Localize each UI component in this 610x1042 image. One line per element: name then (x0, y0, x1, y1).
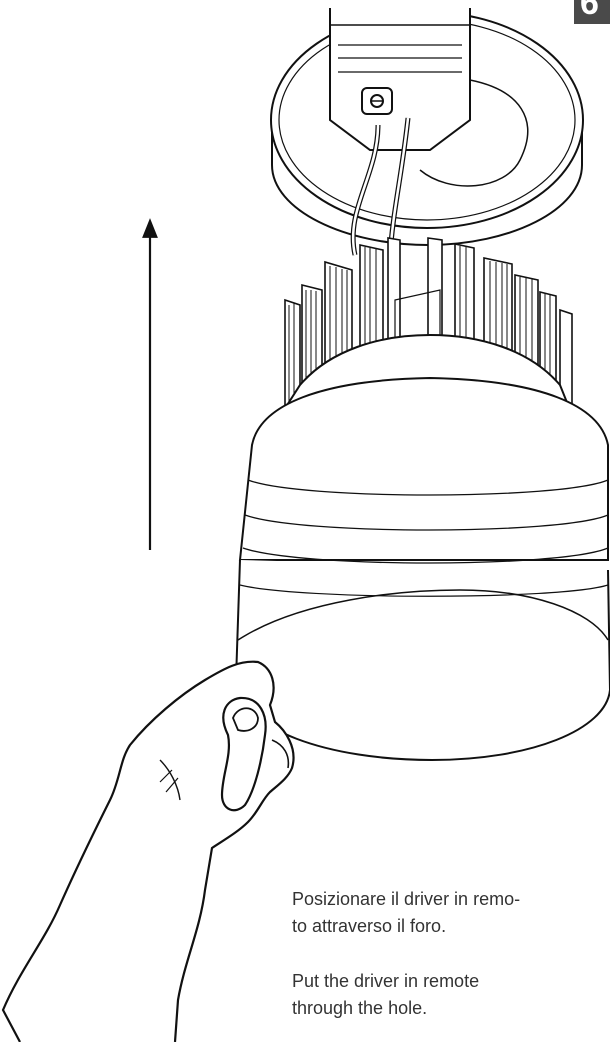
caption-italian-line-1: Posizionare il driver in remo- (292, 889, 521, 909)
step-number-badge: 6 (574, 0, 610, 24)
hand-illustration (1, 660, 295, 1042)
driver-housing (270, 8, 584, 259)
caption-italian-line-2: to attraverso il foro. (292, 916, 447, 936)
caption-english-line-1: Put the driver in remote (292, 971, 480, 991)
caption-english: Put the driver in remote through the hol… (292, 968, 602, 1022)
downlight-body (234, 333, 610, 762)
step-number: 6 (580, 0, 599, 22)
caption-english-line-2: through the hole. (292, 998, 428, 1018)
caption-italian: Posizionare il driver in remo- to attrav… (292, 886, 602, 940)
